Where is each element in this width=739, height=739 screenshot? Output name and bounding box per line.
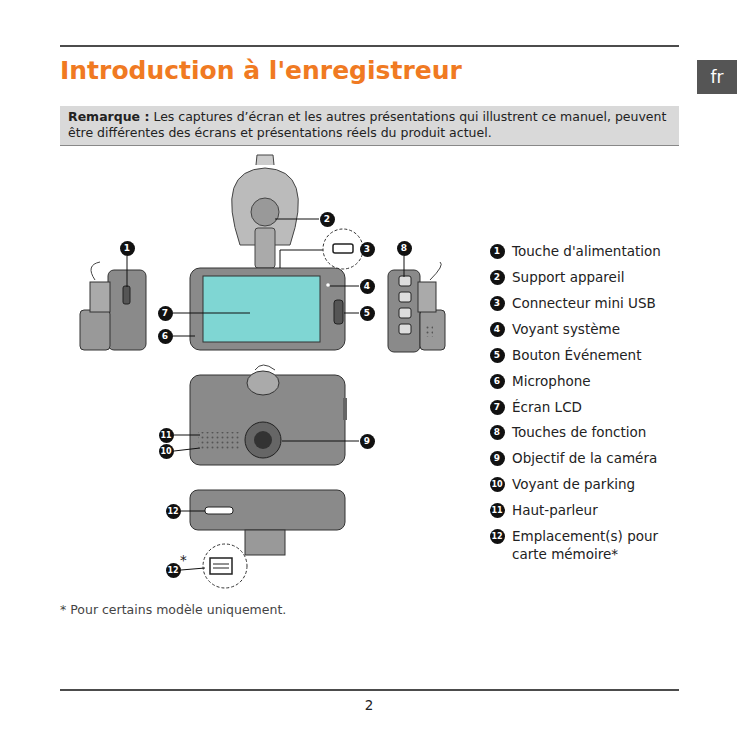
callout-number: 9 bbox=[490, 451, 505, 466]
callout-number: 7 bbox=[158, 306, 173, 321]
callout-number: 6 bbox=[158, 329, 173, 344]
page-title: Introduction à l'enregistreur bbox=[60, 56, 462, 85]
part-name: Voyant système bbox=[512, 320, 672, 338]
callout-number: 12 bbox=[166, 504, 181, 519]
callout-number: 5 bbox=[360, 306, 375, 321]
part-name: Emplacement(s) pour carte mémoire* bbox=[512, 527, 672, 563]
callout-number: 9 bbox=[360, 434, 375, 449]
callout-number: 2 bbox=[490, 270, 505, 285]
part-name: Connecteur mini USB bbox=[512, 294, 672, 312]
note-heading: Remarque : bbox=[68, 109, 149, 124]
callout-number: 4 bbox=[490, 322, 505, 337]
part-name: Écran LCD bbox=[512, 398, 672, 416]
page-number: 2 bbox=[365, 697, 374, 713]
tab-text: fr bbox=[711, 67, 724, 87]
part-name: Touches de fonction bbox=[512, 423, 672, 441]
note-band: Remarque : Les captures d’écran et les a… bbox=[60, 106, 679, 146]
callout-number: 1 bbox=[490, 244, 505, 259]
callout-number: 10 bbox=[490, 477, 505, 492]
callout-number: 4 bbox=[360, 279, 375, 294]
asterisk: * bbox=[180, 552, 187, 568]
part-name: Bouton Événement bbox=[512, 346, 672, 364]
note-body: Les captures d’écran et les autres prése… bbox=[68, 109, 666, 140]
callout-number: 11 bbox=[159, 428, 174, 443]
part-name: Voyant de parking bbox=[512, 475, 672, 493]
callout-number: 7 bbox=[490, 400, 505, 415]
callout-number: 6 bbox=[490, 374, 505, 389]
part-name: Haut-parleur bbox=[512, 501, 672, 519]
callout-number: 8 bbox=[490, 425, 505, 440]
callout-number: 10 bbox=[159, 444, 174, 459]
callout-number: 11 bbox=[490, 503, 505, 518]
part-name: Objectif de la caméra bbox=[512, 449, 672, 467]
callout-number: 5 bbox=[490, 348, 505, 363]
callout-number: 12 bbox=[166, 563, 181, 578]
footnote: * Pour certains modèle uniquement. bbox=[60, 602, 286, 617]
part-name: Microphone bbox=[512, 372, 672, 390]
callout-number: 8 bbox=[397, 241, 412, 256]
callout-number: 1 bbox=[120, 241, 135, 256]
callout-number: 3 bbox=[490, 296, 505, 311]
callout-number: 12 bbox=[490, 529, 505, 544]
part-name: Support appareil bbox=[512, 268, 672, 286]
language-tab: fr bbox=[697, 60, 737, 94]
part-name: Touche d'alimentation bbox=[512, 242, 672, 260]
callout-number: 3 bbox=[360, 242, 375, 257]
callout-number: 2 bbox=[320, 212, 335, 227]
